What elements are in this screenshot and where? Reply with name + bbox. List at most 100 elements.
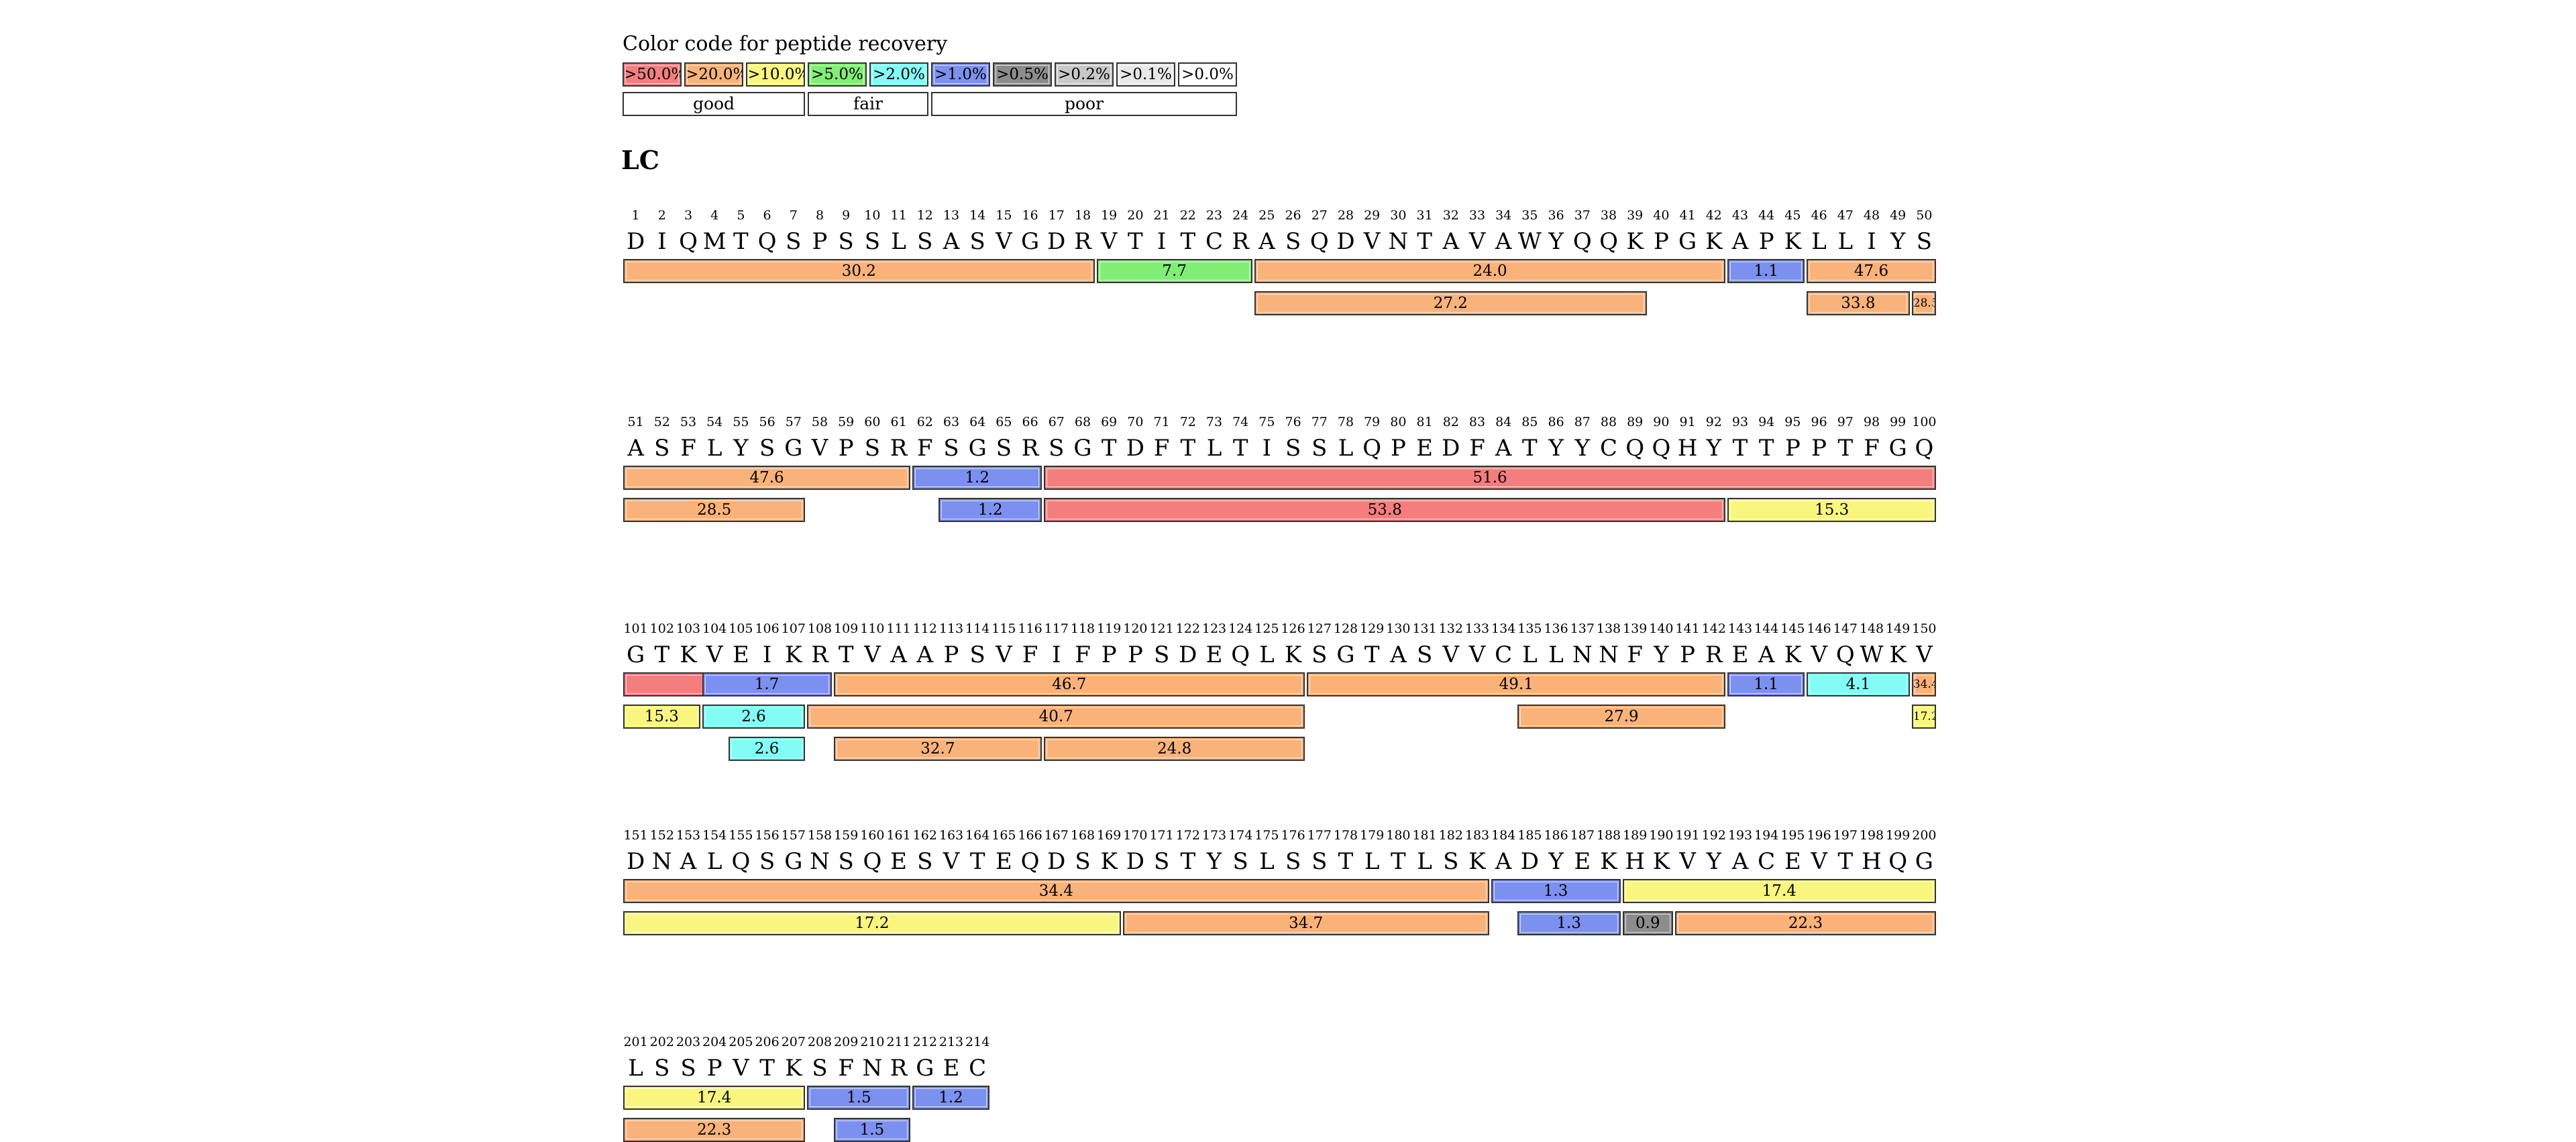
residue-number: 202 — [649, 1035, 674, 1049]
residue-number: 110 — [860, 621, 885, 636]
residue-number: 20 — [1127, 208, 1144, 223]
residue-number: 7 — [789, 208, 798, 223]
residue-letter: P — [1758, 228, 1774, 255]
residue-letter: K — [1600, 848, 1617, 875]
peptide-bar: 1.7 — [702, 672, 832, 696]
residue-letter: S — [1285, 435, 1301, 462]
residue-letter: K — [1284, 641, 1302, 668]
residue-letter: C — [969, 1055, 987, 1082]
residue-number: 139 — [1623, 621, 1648, 636]
peptide-bar: 1.2 — [912, 466, 1042, 490]
residue-number: 104 — [702, 621, 727, 636]
residue-letter: L — [1837, 228, 1854, 255]
peptide-bar: 28.5 — [623, 498, 806, 522]
residue-letter: S — [654, 1055, 670, 1082]
residue-letter: C — [1205, 228, 1223, 255]
residue-number: 115 — [991, 621, 1016, 636]
residue-letter: Q — [1020, 848, 1040, 875]
residue-letter: S — [864, 435, 881, 462]
residue-number: 117 — [1044, 621, 1069, 636]
residue-letter: R — [1705, 641, 1723, 668]
residue-number: 40 — [1653, 208, 1670, 223]
residue-letter: K — [1784, 641, 1802, 668]
legend-item: >50.0% — [623, 62, 682, 87]
residue-letter: N — [651, 848, 672, 875]
residue-number: 34 — [1495, 208, 1512, 223]
residue-letter: Y — [1574, 435, 1591, 462]
residue-number: 146 — [1807, 621, 1831, 636]
residue-letter: P — [1811, 435, 1827, 462]
residue-number: 136 — [1544, 621, 1568, 636]
residue-letter: S — [654, 435, 670, 462]
residue-number: 4 — [710, 208, 719, 223]
peptide-bar: 7.7 — [1096, 259, 1252, 283]
residue-number: 13 — [943, 208, 960, 223]
residue-number: 53 — [680, 415, 697, 429]
residue-number: 206 — [755, 1035, 780, 1049]
residue-letter: V — [706, 641, 723, 668]
residue-letter: I — [657, 228, 667, 255]
residue-letter: S — [838, 848, 854, 875]
residue-number: 17 — [1048, 208, 1065, 223]
residue-letter: P — [1680, 641, 1696, 668]
legend-item: >1.0% — [931, 62, 990, 87]
peptide-bar: 24.0 — [1254, 259, 1726, 283]
residue-letter: E — [1731, 641, 1749, 668]
peptide-bar: 1.2 — [912, 1086, 989, 1110]
residue-number: 100 — [1912, 415, 1937, 429]
residue-number: 124 — [1228, 621, 1253, 636]
residue-number: 96 — [1811, 415, 1827, 429]
residue-letter: A — [1495, 848, 1512, 875]
peptide-bar: 1.3 — [1491, 879, 1621, 903]
residue-letter: T — [1732, 435, 1748, 462]
residue-letter: N — [1599, 641, 1619, 668]
residue-number: 108 — [807, 621, 833, 636]
residue-number: 65 — [996, 415, 1012, 429]
residue-letter: P — [1653, 228, 1669, 255]
peptide-bar: 27.9 — [1517, 705, 1726, 729]
peptide-bar: 30.2 — [623, 259, 1095, 283]
residue-letter: P — [1390, 435, 1406, 462]
residue-number: 207 — [781, 1035, 806, 1049]
residue-number: 205 — [729, 1035, 753, 1049]
residue-letter: G — [1888, 435, 1907, 462]
residue-letter: D — [626, 848, 645, 875]
residue-number: 75 — [1258, 415, 1275, 429]
residue-letter: E — [943, 1055, 960, 1082]
residue-letter: G — [916, 1055, 934, 1082]
residue-letter: E — [1574, 848, 1591, 875]
residue-letter: P — [1127, 641, 1143, 668]
peptide-bar: 34.4 — [623, 879, 1489, 903]
residue-number: 144 — [1754, 621, 1779, 636]
residue-letter: Q — [679, 228, 698, 255]
residue-number: 28 — [1337, 208, 1354, 223]
residue-number: 21 — [1153, 208, 1170, 223]
peptide-bar: 22.3 — [1675, 911, 1936, 935]
residue-letter: V — [996, 641, 1012, 668]
residue-letter: E — [1784, 848, 1801, 875]
residue-number: 140 — [1649, 621, 1674, 636]
residue-letter: A — [943, 228, 960, 255]
residue-letter: V — [733, 1055, 749, 1082]
residue-number: 170 — [1123, 828, 1148, 843]
legend-item: >0.5% — [993, 62, 1052, 87]
residue-number: 25 — [1258, 208, 1275, 223]
residue-letter: W — [1517, 228, 1542, 255]
residue-number: 154 — [702, 828, 727, 843]
residue-number: 11 — [890, 208, 907, 223]
residue-number: 125 — [1254, 621, 1279, 636]
legend-item: >0.2% — [1055, 62, 1114, 87]
residue-letter: G — [1336, 641, 1355, 668]
peptide-bar: 1.1 — [1727, 672, 1805, 696]
residue-number: 123 — [1201, 621, 1227, 636]
residue-letter: S — [1285, 848, 1301, 875]
residue-letter: Q — [863, 848, 882, 875]
peptide-bar: 47.6 — [623, 466, 911, 490]
residue-letter: R — [1232, 228, 1249, 255]
residue-letter: N — [1572, 641, 1593, 668]
residue-number: 137 — [1570, 621, 1595, 636]
residue-letter: Q — [1309, 228, 1329, 255]
residue-number: 153 — [676, 828, 701, 843]
residue-number: 61 — [890, 415, 907, 429]
residue-letter: P — [812, 228, 828, 255]
